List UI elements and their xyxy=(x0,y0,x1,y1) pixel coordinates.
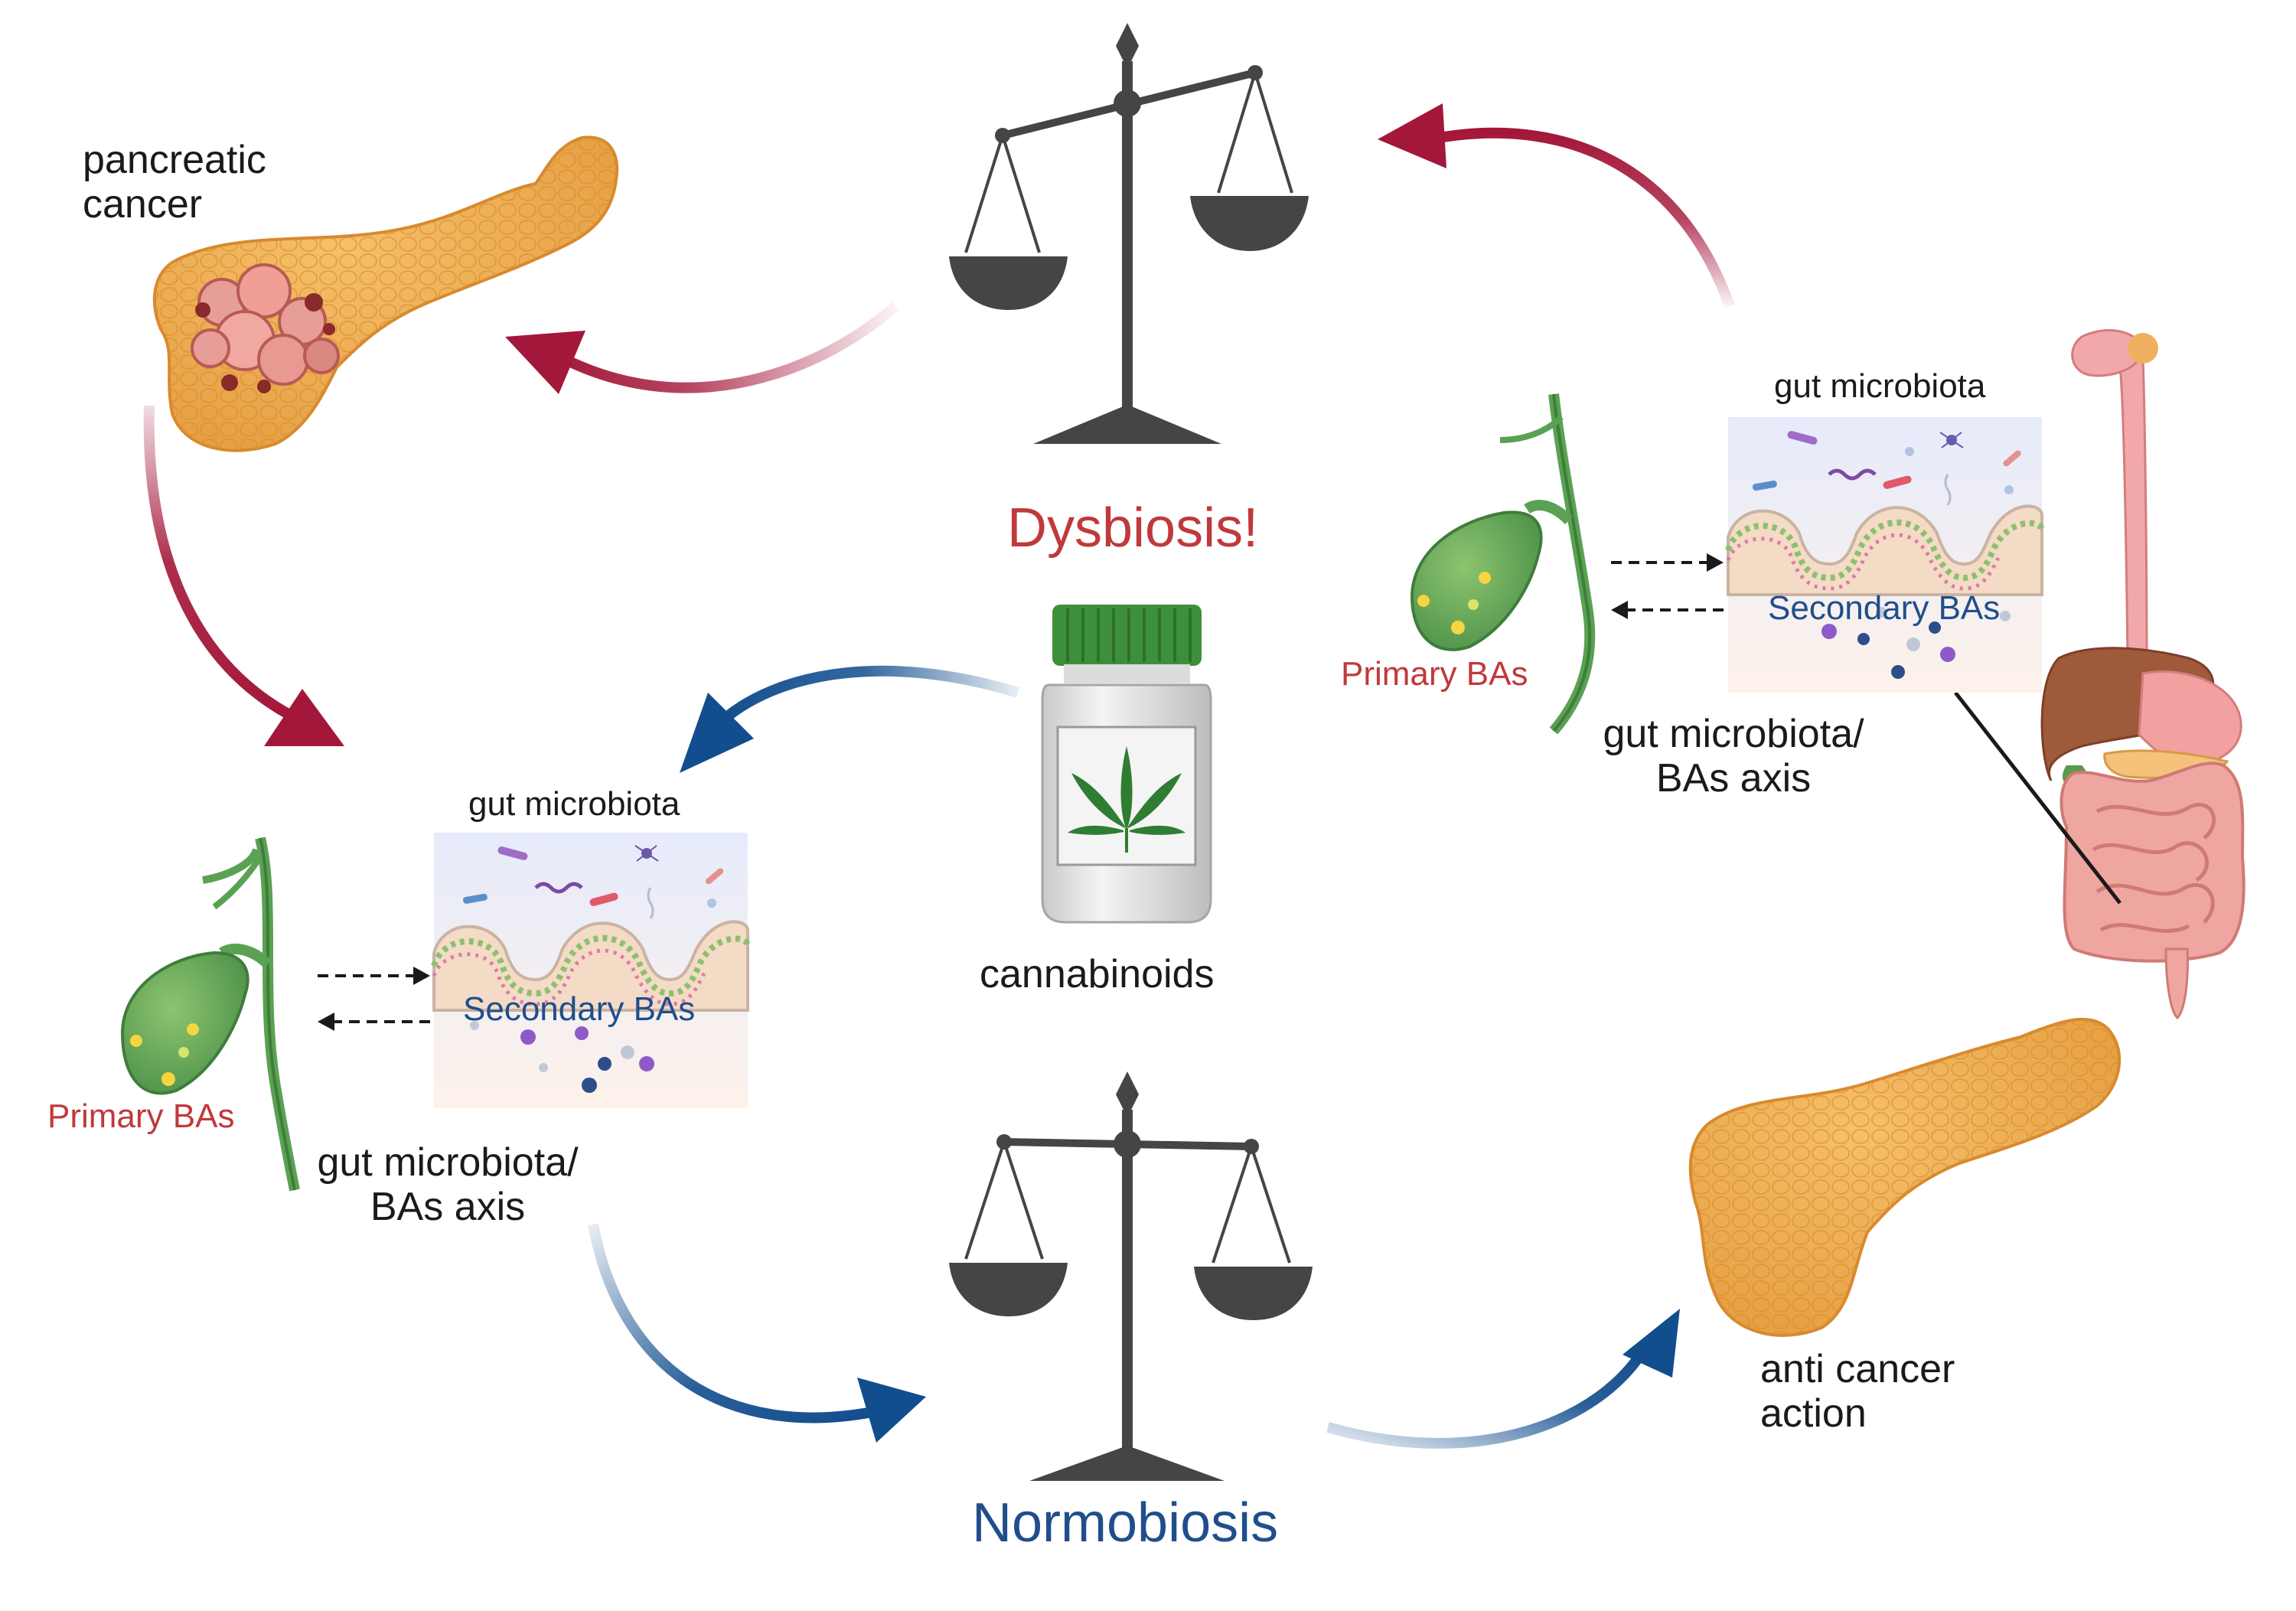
tumor-cluster xyxy=(191,263,340,393)
anti-cancer-action-label: anti cancer action xyxy=(1760,1347,1955,1437)
pancreatic-cancer-label: pancreatic cancer xyxy=(83,138,266,227)
cannabinoids-label: cannabinoids xyxy=(980,952,1215,996)
left-gut-microbiota-label: gut microbiota xyxy=(468,785,680,823)
normobiosis-label: Normobiosis xyxy=(972,1492,1279,1554)
right-secondary-bas-label: Secondary BAs xyxy=(1768,589,2001,627)
right-axis-label: gut microbiota/ BAs axis xyxy=(1603,712,1864,801)
right-gallbladder-icon xyxy=(1410,393,1596,735)
pancreatic-cancer-illustration xyxy=(152,135,619,452)
dysbiosis-label: Dysbiosis! xyxy=(1007,497,1259,559)
left-metabolite-dots xyxy=(470,1021,654,1093)
balanced-scale-icon xyxy=(949,1071,1313,1481)
right-metabolite-dots xyxy=(1821,607,2011,679)
left-bacteria-icons xyxy=(462,845,724,919)
arrow-pancreatic-cancer-to-left-axis xyxy=(143,405,344,746)
pointer-line xyxy=(1954,691,2122,905)
arrow-cannabinoids-to-left-axis xyxy=(680,665,1020,773)
arrow-left-axis-to-normobiosis xyxy=(588,1223,926,1443)
left-axis-label: gut microbiota/ BAs axis xyxy=(317,1140,579,1230)
left-dashed-arrows xyxy=(318,967,430,1031)
left-secondary-bas-label: Secondary BAs xyxy=(463,990,696,1028)
arrow-right-axis-to-dysbiosis xyxy=(1378,103,1735,308)
left-gut-microbiota-inset xyxy=(431,833,751,1108)
cannabis-leaf-icon xyxy=(1068,746,1186,853)
arrow-scale-to-pancreatic-cancer xyxy=(505,302,899,394)
cannabinoid-bottle-icon xyxy=(1041,605,1212,924)
right-dashed-arrows xyxy=(1611,553,1724,619)
left-primary-bas-label: Primary BAs xyxy=(47,1097,235,1135)
right-gut-microbiota-label: gut microbiota xyxy=(1774,367,1986,405)
right-primary-bas-label: Primary BAs xyxy=(1341,655,1528,693)
arrow-normobiosis-to-anti-cancer xyxy=(1326,1309,1680,1449)
right-bacteria-icons xyxy=(1753,431,2021,506)
digestive-system-illustration xyxy=(2040,329,2245,1020)
tilted-scale-icon xyxy=(949,23,1309,444)
healthy-pancreas-illustration xyxy=(1688,1018,2122,1337)
right-gut-microbiota-inset xyxy=(1725,417,2045,693)
left-gallbladder-icon xyxy=(120,836,300,1192)
